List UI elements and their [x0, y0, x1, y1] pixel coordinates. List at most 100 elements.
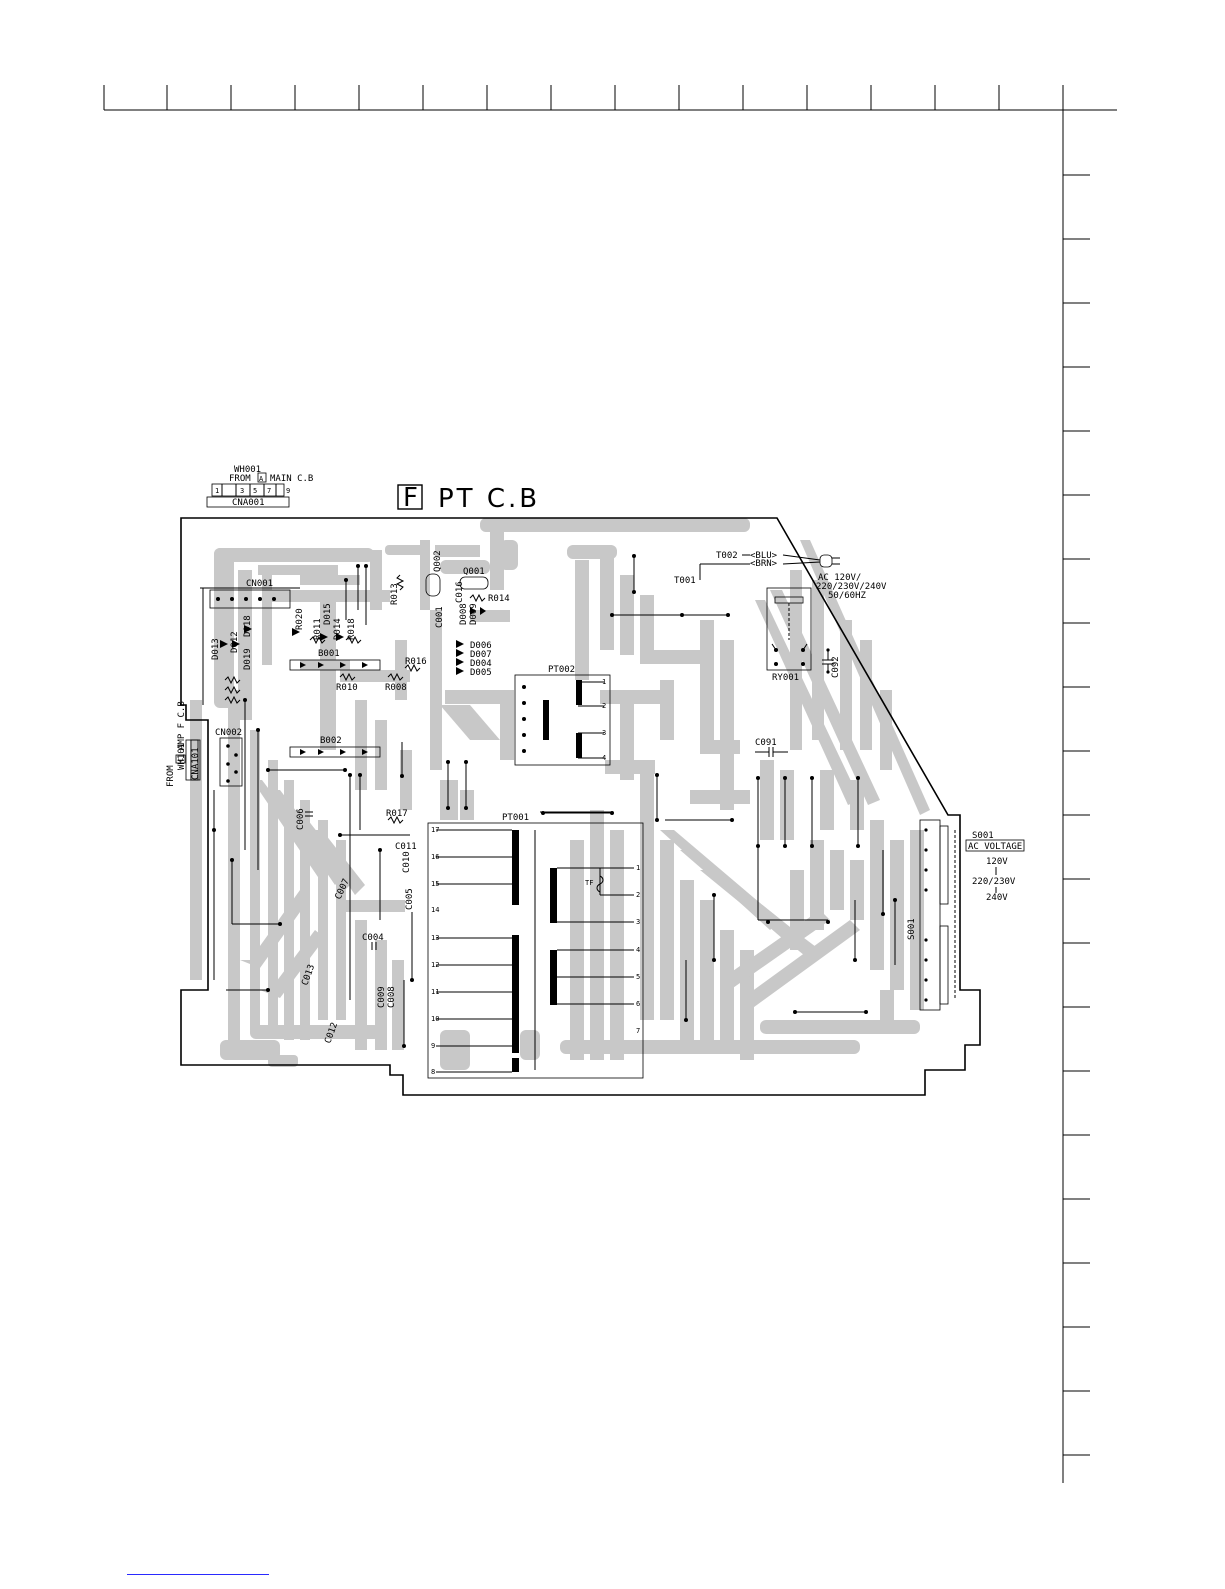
svg-text:R010: R010: [336, 683, 358, 693]
svg-text:12: 12: [431, 961, 439, 969]
svg-text:AC 120V/: AC 120V/: [818, 573, 861, 583]
svg-text:FROM: FROM: [166, 765, 176, 787]
svg-text:9: 9: [286, 487, 290, 495]
svg-text:13: 13: [431, 934, 439, 942]
svg-text:C008: C008: [387, 986, 397, 1008]
svg-text:CNA101: CNA101: [191, 747, 201, 780]
svg-text:120V: 120V: [986, 857, 1008, 867]
svg-text:C091: C091: [755, 738, 777, 748]
svg-text:R018: R018: [347, 618, 357, 640]
board-outline: [180, 517, 981, 1096]
board-letter: F: [403, 483, 418, 513]
svg-text:R016: R016: [405, 657, 427, 667]
c091: C091: [755, 738, 788, 757]
svg-text:R008: R008: [385, 683, 407, 693]
wh101-connector: FROM WH101 C AMP F C.B CNA101: [166, 701, 201, 787]
svg-text:240V: 240V: [986, 893, 1008, 903]
svg-text:TF: TF: [585, 879, 593, 887]
svg-text:C: C: [177, 758, 185, 762]
svg-text:11: 11: [431, 988, 439, 996]
svg-text:6: 6: [636, 1000, 640, 1008]
svg-text:1: 1: [215, 487, 219, 495]
svg-text:16: 16: [431, 853, 439, 861]
footer-link-underline[interactable]: [127, 1574, 269, 1575]
svg-text:5: 5: [253, 487, 257, 495]
svg-text:220/230V/240V: 220/230V/240V: [816, 582, 887, 592]
svg-text:D008: D008: [459, 603, 469, 625]
svg-text:C004: C004: [362, 933, 384, 943]
svg-text:C001: C001: [435, 606, 445, 628]
svg-text:9: 9: [431, 1042, 435, 1050]
svg-text:CN001: CN001: [246, 579, 273, 589]
svg-text:R020: R020: [295, 608, 305, 630]
svg-text:A: A: [259, 475, 264, 483]
svg-text:D019: D019: [243, 648, 253, 670]
svg-text:C005: C005: [405, 888, 415, 910]
svg-text:FROM: FROM: [229, 474, 251, 484]
svg-text:D006: D006: [470, 641, 492, 651]
svg-text:8: 8: [431, 1068, 435, 1076]
svg-text:<BRN>: <BRN>: [750, 559, 778, 569]
svg-text:2: 2: [636, 891, 640, 899]
svg-text:D013: D013: [211, 638, 221, 660]
svg-text:PT002: PT002: [548, 665, 575, 675]
svg-text:C009: C009: [377, 986, 387, 1008]
svg-text:D004: D004: [470, 659, 492, 669]
copper-traces: [190, 518, 930, 1070]
svg-text:1: 1: [636, 864, 640, 872]
svg-text:7: 7: [267, 487, 271, 495]
right-ruler: [1062, 110, 1090, 1483]
svg-text:RY001: RY001: [772, 673, 799, 683]
svg-text:3: 3: [602, 729, 606, 737]
svg-text:220/230V: 220/230V: [972, 877, 1016, 887]
ac-input: T002 T001 <BLU> <BRN> AC 120V/ 220/230V/…: [674, 551, 887, 601]
svg-text:D014: D014: [333, 618, 343, 640]
svg-text:D015: D015: [323, 603, 333, 625]
svg-text:WH101: WH101: [177, 743, 187, 770]
svg-text:10: 10: [431, 1015, 439, 1023]
top-ruler: [103, 85, 1117, 111]
svg-text:C016: C016: [455, 581, 465, 603]
svg-text:T002: T002: [716, 551, 738, 561]
board-letter-box: [397, 484, 423, 510]
svg-text:D018: D018: [243, 615, 253, 637]
svg-text:B001: B001: [318, 649, 340, 659]
svg-text:4: 4: [636, 946, 640, 954]
svg-text:R011: R011: [313, 618, 323, 640]
svg-text:2: 2: [602, 702, 606, 710]
svg-text:C010: C010: [402, 851, 412, 873]
svg-text:AC VOLTAGE: AC VOLTAGE: [968, 842, 1022, 852]
board-title: PT C.B: [438, 484, 540, 514]
svg-text:C011: C011: [395, 842, 417, 852]
svg-text:50/60HZ: 50/60HZ: [828, 591, 867, 601]
left-component-cluster: D013 D012 D019 D018 R020 R011 D015 D014 …: [211, 603, 362, 705]
s001-selector: S001 AC VOLTAGE 120V 220/230V 240V S001: [907, 819, 1025, 1011]
svg-text:T001: T001: [674, 576, 696, 586]
svg-text:CNA001: CNA001: [232, 498, 265, 508]
svg-text:S001: S001: [907, 918, 917, 940]
pt002-transformer: PT002 1 2 3 4: [514, 665, 611, 766]
svg-text:PT001: PT001: [502, 813, 529, 823]
svg-text:MAIN C.B: MAIN C.B: [270, 474, 313, 484]
svg-text:AMP F C.B: AMP F C.B: [177, 701, 187, 750]
svg-text:S001: S001: [972, 831, 994, 841]
svg-text:4: 4: [602, 754, 606, 762]
upper-mid-components: R013 Q002 Q001 C016 R014 C001 D008 D009 …: [390, 550, 510, 678]
svg-text:D007: D007: [470, 650, 492, 660]
svg-text:C006: C006: [296, 808, 306, 830]
svg-text:Q001: Q001: [463, 567, 485, 577]
pt001-transformer: PT001 17 16 15 14 13 12 11 10 9 8: [427, 811, 644, 1079]
ry001-relay: RY001 C092: [766, 587, 841, 683]
b001: B001 R010 R008 R016: [289, 649, 427, 693]
jumper-wires: [202, 554, 897, 1048]
svg-text:7: 7: [636, 1027, 640, 1035]
svg-text:R017: R017: [386, 809, 408, 819]
svg-text:B002: B002: [320, 736, 342, 746]
svg-text:R013: R013: [390, 583, 400, 605]
wh001-connector: WH001 FROM A MAIN C.B 1 3 5 7 9 CNA001: [206, 465, 313, 508]
svg-text:1: 1: [602, 678, 606, 686]
svg-text:D009: D009: [469, 603, 479, 625]
svg-text:14: 14: [431, 906, 439, 914]
